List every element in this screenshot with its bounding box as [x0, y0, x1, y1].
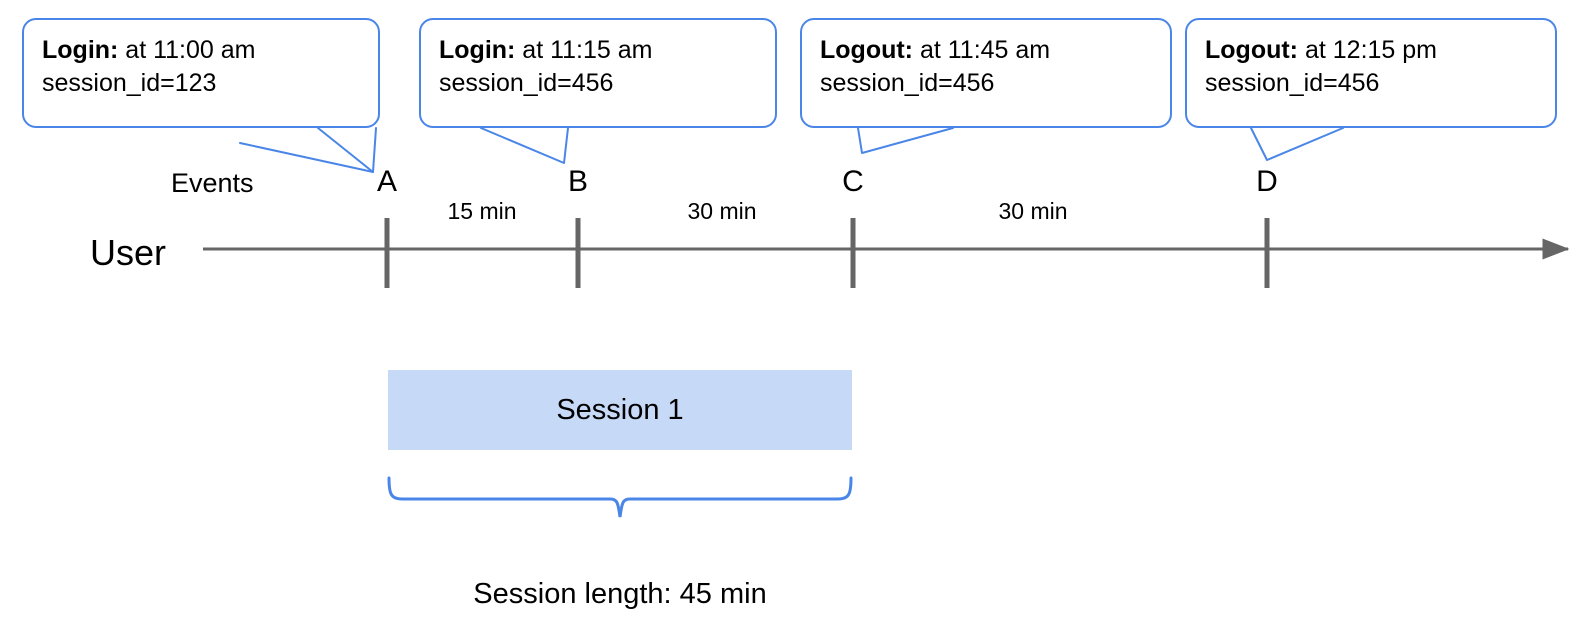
callout-c-line1: Logout: at 11:45 am [820, 34, 1152, 67]
callout-a-line1: Login: at 11:00 am [42, 34, 360, 67]
callout-bubble-d[interactable]: Logout: at 12:15 pm session_id=456 [1185, 18, 1557, 128]
callout-d-line1: Logout: at 12:15 pm [1205, 34, 1537, 67]
session-bar-label: Session 1 [556, 393, 684, 426]
callout-tail-a [239, 127, 377, 173]
gap-label-c-d: 30 min [998, 198, 1068, 224]
callout-bubble-a[interactable]: Login: at 11:00 am session_id=123 [22, 18, 380, 128]
tick-label-a: A [376, 165, 398, 198]
callout-c-session: session_id=456 [820, 69, 995, 97]
callout-tail-b [480, 127, 569, 164]
callout-a-event: Login: [42, 36, 119, 64]
callout-b-event: Login: [439, 36, 516, 64]
callout-a-time: at 11:00 am [118, 36, 256, 64]
row-label-events: Events [171, 168, 254, 198]
tick-label-d: D [1256, 165, 1278, 198]
tick-label-b: B [567, 165, 589, 198]
callout-d-session: session_id=456 [1205, 69, 1380, 97]
callout-tail-c [857, 127, 954, 154]
callout-bubble-b[interactable]: Login: at 11:15 am session_id=456 [419, 18, 777, 128]
callout-b-time: at 11:15 am [515, 36, 653, 64]
row-label-user: User [90, 232, 167, 273]
callout-d-time: at 12:15 pm [1298, 36, 1437, 64]
session-brace [387, 476, 853, 518]
callout-b-session: session_id=456 [439, 69, 614, 97]
callout-tail-d [1250, 127, 1344, 161]
callout-c-time: at 11:45 am [913, 36, 1051, 64]
callout-b-line1: Login: at 11:15 am [439, 34, 757, 67]
session-length-caption: Session length: 45 min [473, 578, 767, 610]
callout-c-event: Logout: [820, 36, 914, 64]
gap-label-a-b: 15 min [447, 198, 517, 224]
session-bar[interactable]: Session 1 [388, 370, 852, 450]
callout-bubble-c[interactable]: Logout: at 11:45 am session_id=456 [800, 18, 1172, 128]
callout-a-session: session_id=123 [42, 69, 217, 97]
tick-label-c: C [842, 165, 864, 198]
callout-d-event: Logout: [1205, 36, 1299, 64]
gap-label-b-c: 30 min [687, 198, 757, 224]
